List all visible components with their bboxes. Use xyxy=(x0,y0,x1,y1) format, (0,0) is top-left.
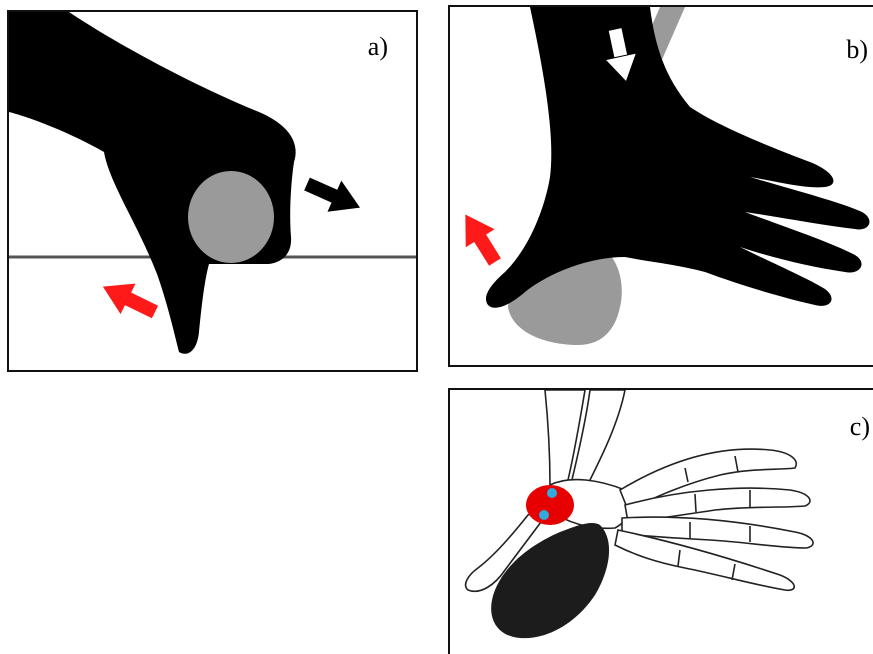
panel-c-illustration xyxy=(450,390,873,654)
black-arrow-icon xyxy=(300,168,367,223)
red-arrow-icon xyxy=(451,206,510,272)
panel-a-illustration xyxy=(9,12,418,372)
panel-b-illustration xyxy=(450,7,873,367)
panel-b: b) xyxy=(448,5,873,367)
panel-label-a: a) xyxy=(368,32,388,62)
panel-a: a) xyxy=(7,10,418,372)
panel-label-c: c) xyxy=(850,412,870,442)
panel-c: c) xyxy=(448,388,873,654)
joint-highlight-icon xyxy=(526,485,574,525)
ball-icon xyxy=(188,171,274,263)
panel-label-b: b) xyxy=(846,35,868,65)
hand-silhouette-icon xyxy=(486,7,869,308)
red-arrow-icon xyxy=(95,271,162,327)
